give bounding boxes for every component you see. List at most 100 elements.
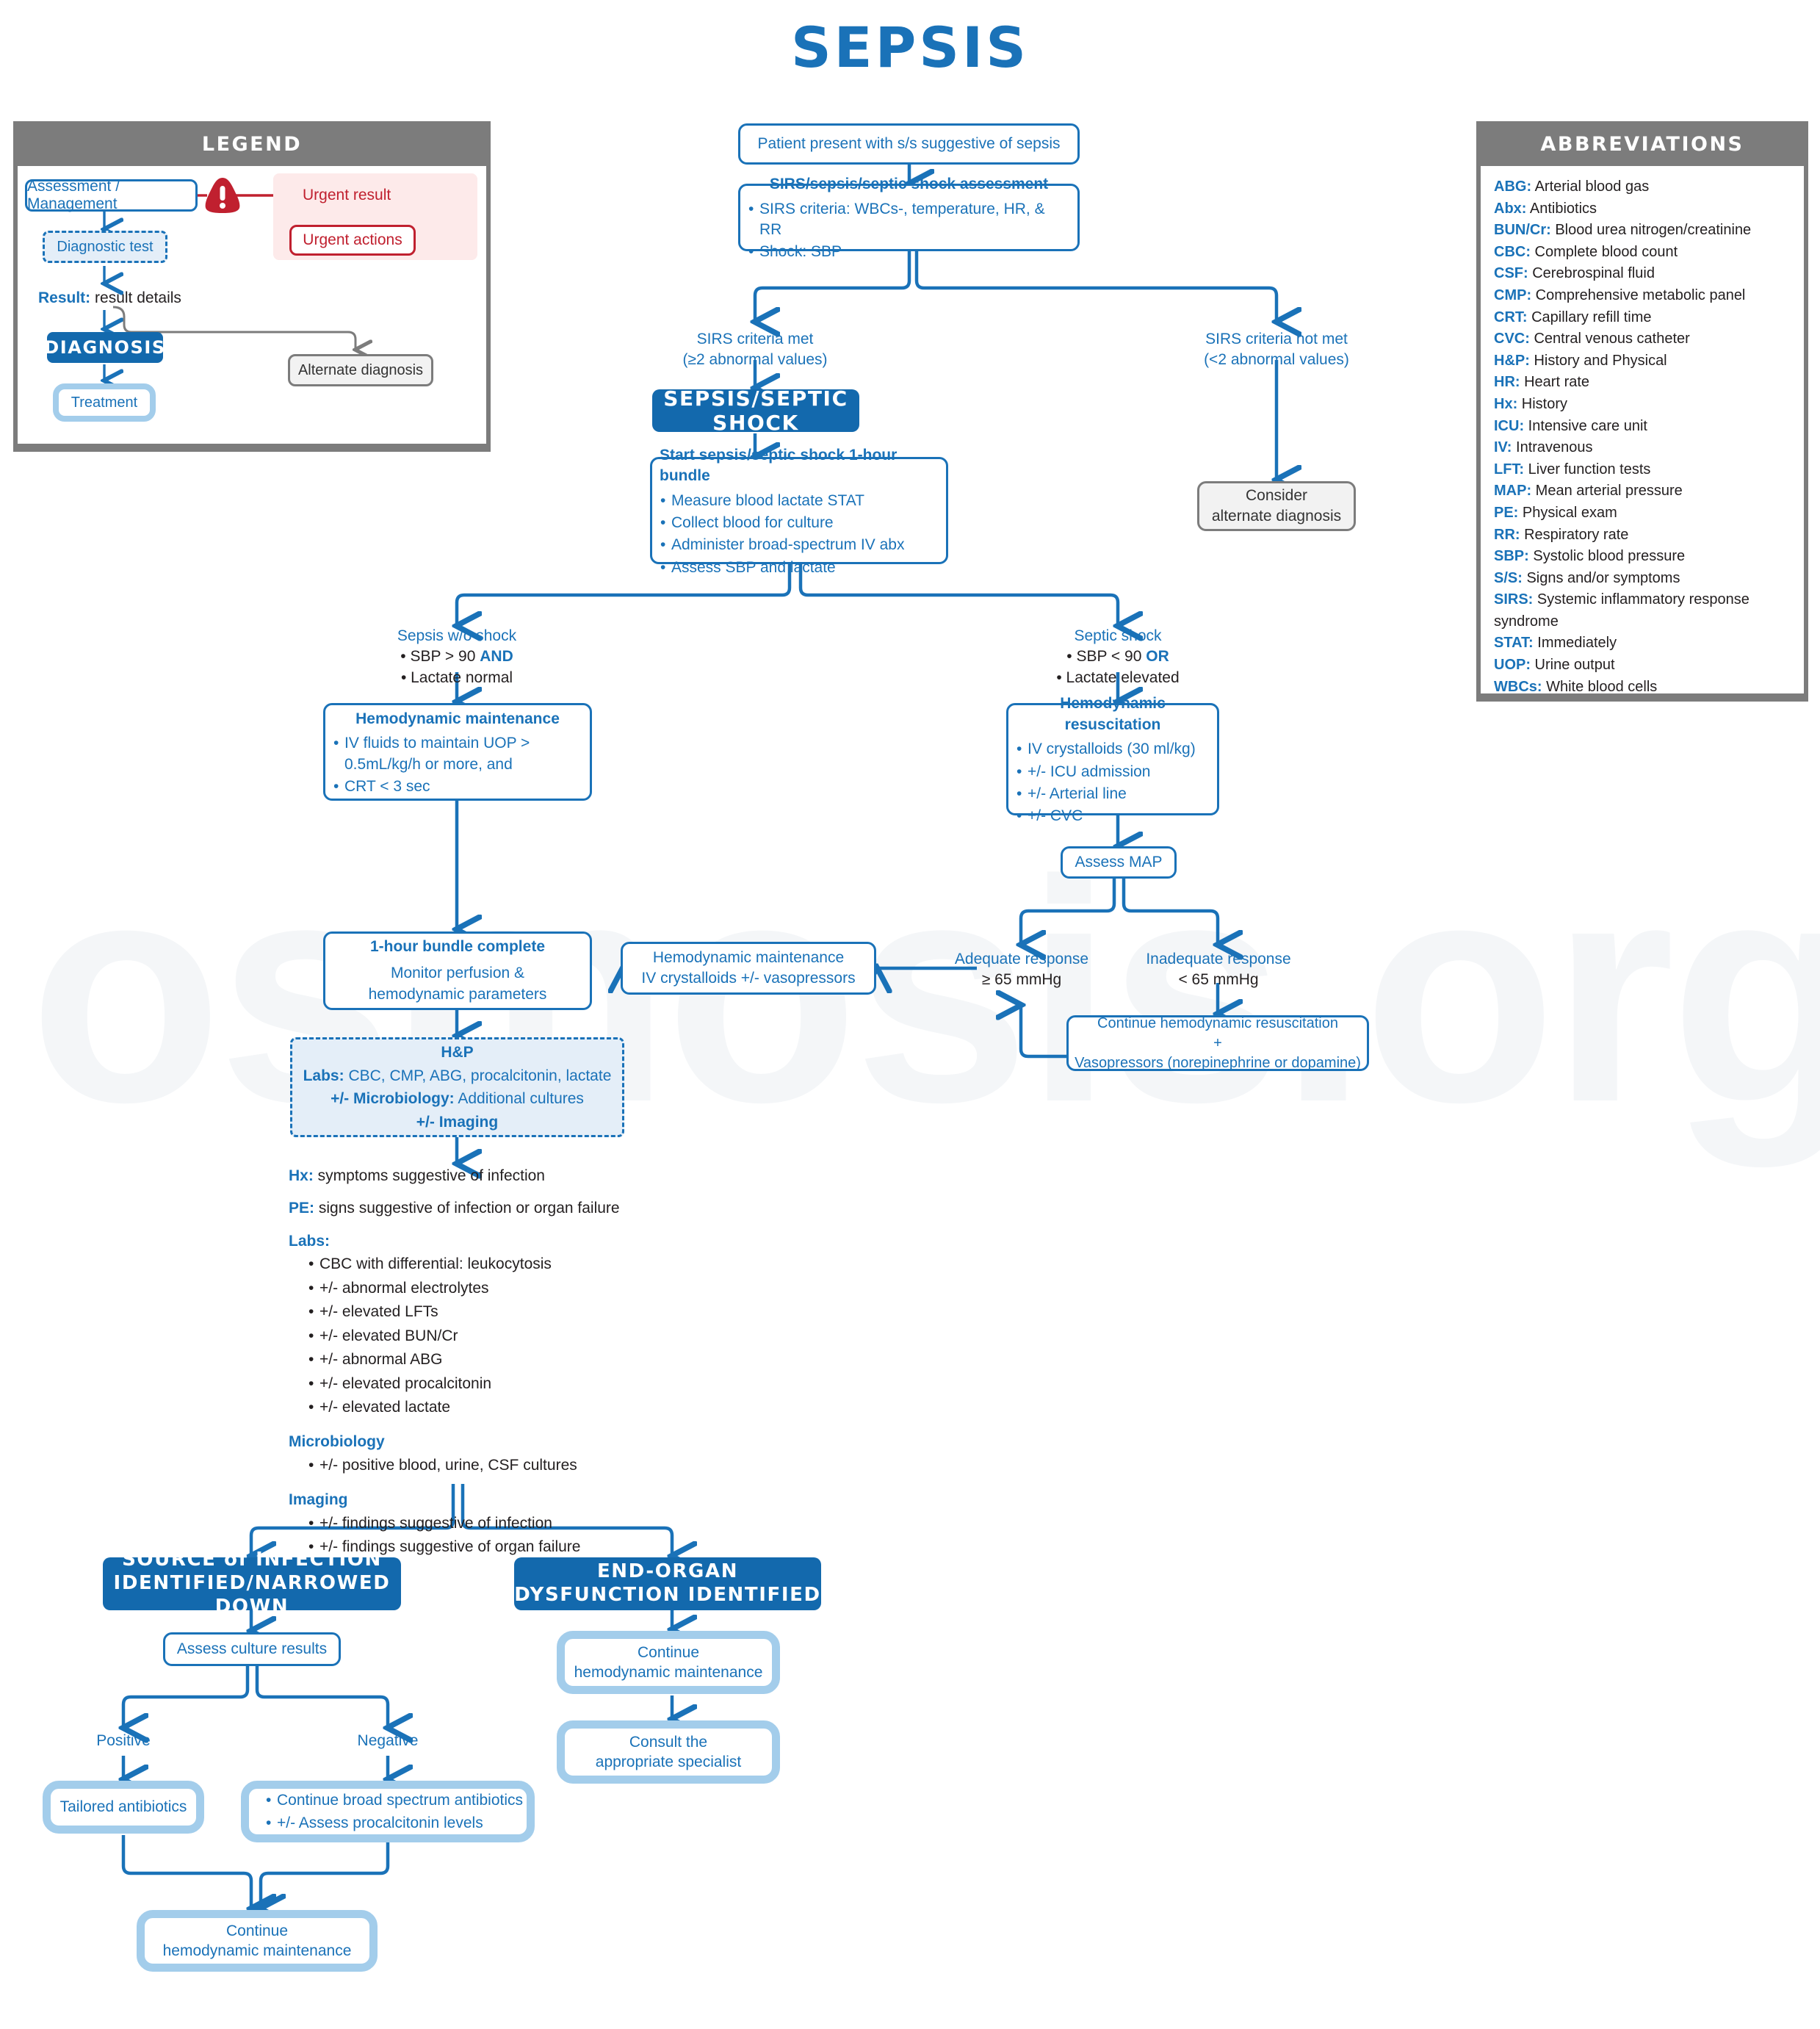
abbr-item: WBCs: White blood cells: [1494, 678, 1658, 695]
abbreviations-title: ABBREVIATIONS: [1540, 133, 1744, 156]
patient-present-label: Patient present with s/s suggestive of s…: [757, 134, 1061, 152]
findings-item: +/- elevated procalcitonin: [308, 1372, 847, 1396]
tailored-antibiotics-box: Tailored antibiotics: [43, 1781, 204, 1834]
sirs-assessment-item: Shock: SBP: [748, 241, 1070, 263]
legend-diagnosis-banner: DIAGNOSIS: [44, 332, 165, 363]
hemo-maint2-body: IV crystalloids +/- vasopressors: [641, 970, 856, 987]
continue-hemodynamic-maintenance-bottom-box: Continue hemodynamic maintenance: [137, 1910, 378, 1972]
continue-resus-line2: +: [1213, 1034, 1222, 1051]
findings-imaging-section: Imaging: [289, 1491, 348, 1509]
tailored-antibiotics-label: Tailored antibiotics: [59, 1798, 187, 1816]
abbr-item: LFT: Liver function tests: [1494, 461, 1651, 477]
findings-micro-list: +/- positive blood, urine, CSF cultures: [289, 1454, 847, 1477]
findings-item: +/- positive blood, urine, CSF cultures: [308, 1454, 847, 1477]
findings-imaging-list: +/- findings suggestive of infection +/-…: [289, 1512, 847, 1560]
abbr-item: RR: Respiratory rate: [1494, 526, 1629, 543]
source-of-infection-banner: SOURCE of INFECTION IDENTIFIED/NARROWED …: [103, 1549, 401, 1618]
hp-labs-value: CBC, CMP, ABG, procalcitonin, lactate: [344, 1067, 612, 1084]
legend-treatment-label: Treatment: [71, 394, 138, 411]
abbr-item: CMP: Comprehensive metabolic panel: [1494, 286, 1746, 303]
hemo-maint2-header: Hemodynamic maintenance: [652, 948, 845, 966]
abbreviations-panel: ABBREVIATIONS ABG: Arterial blood gas Ab…: [1476, 121, 1808, 702]
one-hour-bundle-box: Start sepsis/septic shock 1-hour bundle …: [650, 447, 948, 578]
abbr-item: Abx: Antibiotics: [1494, 200, 1597, 217]
abbr-item: SBP: Systolic blood pressure: [1494, 548, 1686, 565]
hemo-resus-item: +/- ICU admission: [1016, 761, 1210, 783]
negative-action-item: Continue broad spectrum antibiotics: [266, 1789, 523, 1812]
abbr-item: IV: Intravenous: [1494, 439, 1593, 456]
abbreviations-list: ABG: Arterial blood gas Abx: Antibiotics…: [1481, 166, 1804, 695]
bundle-item: Assess SBP and lactate: [660, 557, 939, 579]
abbr-item: UOP: Urine output: [1494, 657, 1615, 674]
hp-labs-label: Labs:: [303, 1067, 344, 1084]
sirs-criteria-met-label: SIRS criteria met (≥2 abnormal values): [682, 331, 828, 369]
legend-diagnostic-test-label: Diagnostic test: [57, 238, 154, 255]
hp-micro-value: Additional cultures: [454, 1090, 584, 1107]
abbr-item: Hx: History: [1494, 395, 1568, 412]
legend-urgent-actions-box: Urgent actions: [289, 225, 416, 256]
hemo-resus-item: +/- CVC: [1016, 805, 1210, 827]
bundle-item: Measure blood lactate STAT: [660, 490, 939, 512]
assess-map-box[interactable]: Assess MAP: [1061, 846, 1177, 879]
consider-alt-line2: alternate diagnosis: [1211, 508, 1342, 525]
sirs-assessment-box: SIRS/sepsis/septic shock assessment SIRS…: [738, 176, 1080, 263]
legend-alternate-diagnosis-box: Alternate diagnosis: [288, 354, 433, 386]
endorgan-continue-maintenance-box: Continue hemodynamic maintenance: [557, 1631, 780, 1694]
findings-item: +/- abnormal ABG: [308, 1348, 847, 1372]
legend-alternate-diagnosis-label: Alternate diagnosis: [297, 361, 424, 378]
hemo-resus-item: IV crystalloids (30 ml/kg): [1016, 738, 1210, 760]
endorgan-continue-line1: Continue: [637, 1643, 700, 1661]
hemodynamic-maintenance-box: Hemodynamic maintenance IV fluids to mai…: [323, 703, 592, 801]
hemo-resus-header: Hemodynamic resuscitation: [1060, 695, 1166, 733]
legend-urgent-actions-label: Urgent actions: [303, 231, 402, 248]
assess-culture-results-box[interactable]: Assess culture results: [163, 1632, 341, 1666]
abbr-item: STAT: Immediately: [1494, 635, 1617, 652]
hemo-maint-item: CRT < 3 sec: [333, 776, 582, 798]
bundle-complete-line2: Monitor perfusion &: [390, 965, 525, 982]
legend-diagnostic-test-box: Diagnostic test: [43, 231, 167, 263]
bundle-complete-line3: hemodynamic parameters: [368, 985, 547, 1003]
continue-maint-line2: hemodynamic maintenance: [162, 1942, 352, 1959]
negative-culture-actions-box: Continue broad spectrum antibiotics +/- …: [241, 1781, 535, 1842]
abbr-item: CRT: Capillary refill time: [1494, 309, 1652, 325]
continue-resus-line1: Continue hemodynamic resuscitation: [1097, 1015, 1338, 1031]
findings-item: +/- elevated BUN/Cr: [308, 1325, 847, 1348]
warning-triangle-icon: [203, 176, 242, 218]
sirs-criteria-not-met-label: SIRS criteria not met (<2 abnormal value…: [1204, 331, 1349, 369]
hemodynamic-resuscitation-box: Hemodynamic resuscitation IV crystalloid…: [1006, 695, 1219, 827]
legend-assessment-label: Assessment / Management: [27, 178, 120, 212]
findings-item: +/- elevated lactate: [308, 1396, 847, 1419]
findings-item: +/- findings suggestive of organ failure: [308, 1535, 847, 1559]
legend-title: LEGEND: [201, 133, 303, 156]
adequate-response-label: Adequate response ≥ 65 mmHg: [954, 951, 1089, 989]
hemo-resus-item: +/- Arterial line: [1016, 783, 1210, 805]
findings-hx-row: Hx: symptoms suggestive of infection: [289, 1167, 545, 1184]
bundle-complete-box: 1-hour bundle complete Monitor perfusion…: [323, 931, 592, 1010]
findings-item: CBC with differential: leukocytosis: [308, 1253, 847, 1276]
findings-micro-section: Microbiology: [289, 1433, 385, 1451]
abbr-item: ABG: Arterial blood gas: [1494, 179, 1650, 195]
sirs-assessment-header: SIRS/sepsis/septic shock assessment: [769, 176, 1049, 193]
abbr-item: CSF: Cerebrospinal fluid: [1494, 265, 1655, 282]
legend-result-label: Result:: [38, 289, 91, 306]
septic-shock-label: Septic shock • SBP < 90 OR • Lactate ele…: [1056, 627, 1180, 686]
bundle-item: Collect blood for culture: [660, 512, 939, 534]
culture-negative-label: Negative: [357, 1732, 419, 1749]
findings-item: +/- elevated LFTs: [308, 1300, 847, 1324]
abbr-item: CBC: Complete blood count: [1494, 243, 1678, 260]
continue-maint-line1: Continue: [225, 1922, 289, 1939]
endorgan-banner-line1: END-ORGAN: [596, 1560, 739, 1583]
endorgan-consult-specialist-box: Consult the appropriate specialist: [557, 1720, 780, 1784]
bundle-complete-line1: 1-hour bundle complete: [369, 937, 545, 955]
endorgan-continue-line2: hemodynamic maintenance: [574, 1664, 763, 1681]
assess-culture-label: Assess culture results: [176, 1640, 328, 1657]
hemo-maint-item: IV fluids to maintain UOP > 0.5mL/kg/h o…: [333, 732, 582, 776]
sirs-assessment-item: SIRS criteria: WBCs-, temperature, HR, &…: [748, 198, 1070, 242]
abbr-item: MAP: Mean arterial pressure: [1494, 483, 1683, 500]
culture-positive-label: Positive: [96, 1732, 151, 1749]
legend-urgent-result-label: Urgent result: [303, 187, 391, 203]
consider-alt-line1: Consider: [1245, 486, 1308, 504]
source-banner-line1: SOURCE of INFECTION: [122, 1549, 382, 1571]
sepsis-without-shock-label: Sepsis w/o shock • SBP > 90 AND • Lactat…: [397, 627, 517, 686]
